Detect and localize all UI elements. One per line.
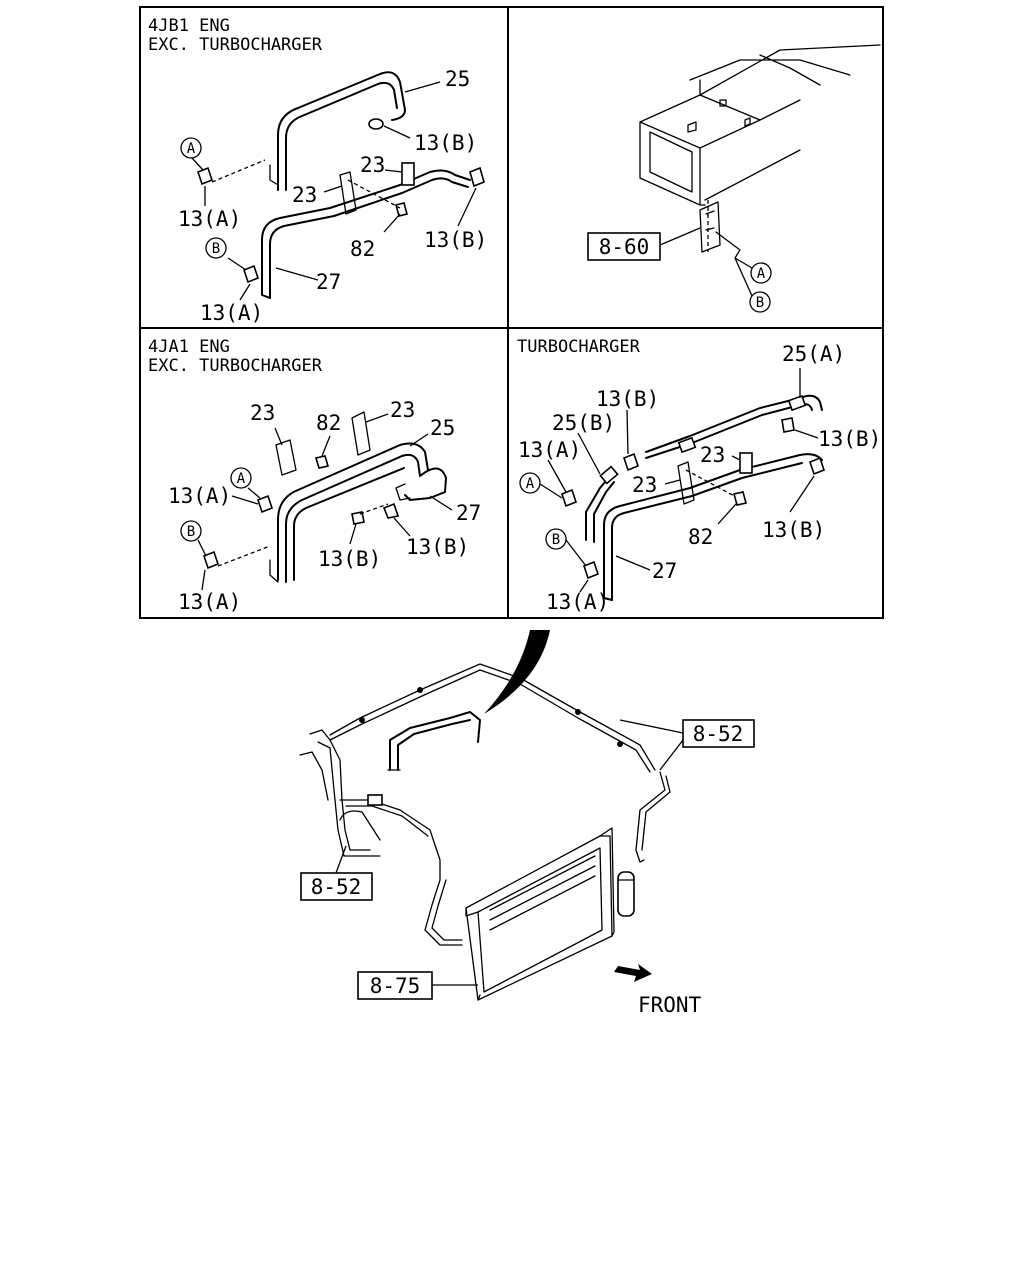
ac-line-right <box>635 771 666 863</box>
circle-a-label: A <box>526 476 535 492</box>
label-23: 23 <box>632 473 657 497</box>
bracket-23-icon <box>275 439 297 476</box>
pipe-27-inner <box>269 177 469 299</box>
ref-box-8-60[interactable] <box>587 232 661 261</box>
pipe-27 <box>261 169 471 296</box>
clamp-13a-lower-icon <box>583 560 599 580</box>
clamp-13b-icon <box>368 118 384 130</box>
condenser-icon <box>465 827 615 1001</box>
hose-25 <box>277 71 406 191</box>
label-27: 27 <box>456 501 481 525</box>
panel-4ja1-exc-turbo: 4JA1 ENG EXC. TURBOCHARGER <box>148 337 481 614</box>
label-25: 25 <box>445 67 470 91</box>
label-23: 23 <box>390 398 415 422</box>
label-13b: 13(B) <box>818 427 881 451</box>
clamp-13b-upper-icon <box>623 452 639 472</box>
panel-4jb1-exc-turbo: 4JB1 ENG EXC. TURBOCHARGER <box>148 16 487 325</box>
ref-box-8-60-label: 8-60 <box>599 235 650 259</box>
pointer-arrow <box>484 630 550 714</box>
ref-box-8-52[interactable] <box>682 719 755 748</box>
bracket-23b-icon <box>677 461 695 505</box>
circle-b-label: B <box>187 524 195 540</box>
receiver-drier-icon <box>617 871 635 917</box>
label-13a: 13(A) <box>518 438 581 462</box>
label-13b: 13(B) <box>424 228 487 252</box>
bolt-82-icon <box>733 491 747 506</box>
clamp-13a-lower-icon <box>243 264 259 284</box>
ref-box-8-52[interactable] <box>300 872 373 901</box>
circle-a-label: A <box>237 471 246 487</box>
panel-header-line1: TURBOCHARGER <box>517 337 641 357</box>
clamp-13b-right-icon <box>809 456 825 476</box>
label-13b: 13(B) <box>762 518 825 542</box>
label-13b: 13(B) <box>406 535 469 559</box>
ac-line-left <box>309 729 371 851</box>
label-23: 23 <box>360 153 385 177</box>
circle-a-label: A <box>757 266 766 282</box>
circle-a-label: A <box>187 141 196 157</box>
front-label: FRONT <box>638 993 702 1017</box>
ac-line-upper <box>329 663 656 771</box>
hose-25 <box>277 442 429 581</box>
ref-box-8-75-label: 8-75 <box>370 974 421 998</box>
clamp-13b-right-icon <box>382 502 400 519</box>
panel-turbocharger: TURBOCHARGER <box>517 337 881 614</box>
label-13a: 13(A) <box>178 590 241 614</box>
bracket-23-icon <box>739 452 753 474</box>
pipe-27 <box>603 453 823 599</box>
label-13b: 13(B) <box>318 547 381 571</box>
ref-box-8-75[interactable] <box>357 971 433 1000</box>
panel-header-line1: 4JB1 ENG <box>148 16 230 36</box>
label-13a: 13(A) <box>546 590 609 614</box>
label-23: 23 <box>250 401 275 425</box>
label-82: 82 <box>316 411 341 435</box>
panel-grid <box>139 6 884 619</box>
hose-25-inner <box>285 81 398 191</box>
bracket-23b-icon <box>351 411 371 456</box>
label-25a: 25(A) <box>782 342 845 366</box>
label-23: 23 <box>292 183 317 207</box>
clamp-13a-icon <box>257 494 273 514</box>
circle-b-label: B <box>552 532 560 548</box>
hose-27 <box>285 453 421 583</box>
clamp-13b-icon <box>781 417 795 433</box>
ref-box-8-52-label: 8-52 <box>693 722 744 746</box>
panel-header-line2: EXC. TURBOCHARGER <box>148 356 323 376</box>
label-13a: 13(A) <box>168 484 231 508</box>
label-25: 25 <box>430 416 455 440</box>
bracket-23b-icon <box>339 171 357 215</box>
label-27: 27 <box>652 559 677 583</box>
heater-unit-icon <box>639 44 881 206</box>
bolt-82-icon <box>314 455 330 469</box>
label-27: 27 <box>316 270 341 294</box>
panel-heater-unit: 8-60 A B <box>587 44 881 313</box>
label-13b: 13(B) <box>596 387 659 411</box>
bracket-23-icon <box>401 162 415 186</box>
clamp-13a-lower-icon <box>203 550 219 570</box>
clamp-13b-right-icon <box>469 166 485 188</box>
label-25b: 25(B) <box>552 411 615 435</box>
front-arrow-icon <box>614 964 652 982</box>
label-82: 82 <box>350 237 375 261</box>
label-13a: 13(A) <box>178 207 241 231</box>
label-13a: 13(A) <box>200 301 263 325</box>
panel-header-line2: EXC. TURBOCHARGER <box>148 35 323 55</box>
clamp-13b-icon <box>351 511 365 525</box>
label-23: 23 <box>700 443 725 467</box>
lower-assembly: 8-52 8-52 8-75 FRONT <box>299 630 755 1017</box>
hose-25a <box>645 394 823 453</box>
ref-box-8-52-label: 8-52 <box>311 875 362 899</box>
panel-header-line1: 4JA1 ENG <box>148 337 230 357</box>
clamp-13a-icon <box>561 488 577 508</box>
circle-b-label: B <box>756 295 764 311</box>
bolt-82-icon <box>395 202 408 217</box>
label-82: 82 <box>688 525 713 549</box>
hose-assembly-small <box>389 711 481 771</box>
label-13b: 13(B) <box>414 131 477 155</box>
circle-b-label: B <box>212 241 220 257</box>
clamp-13a-icon <box>197 166 213 186</box>
